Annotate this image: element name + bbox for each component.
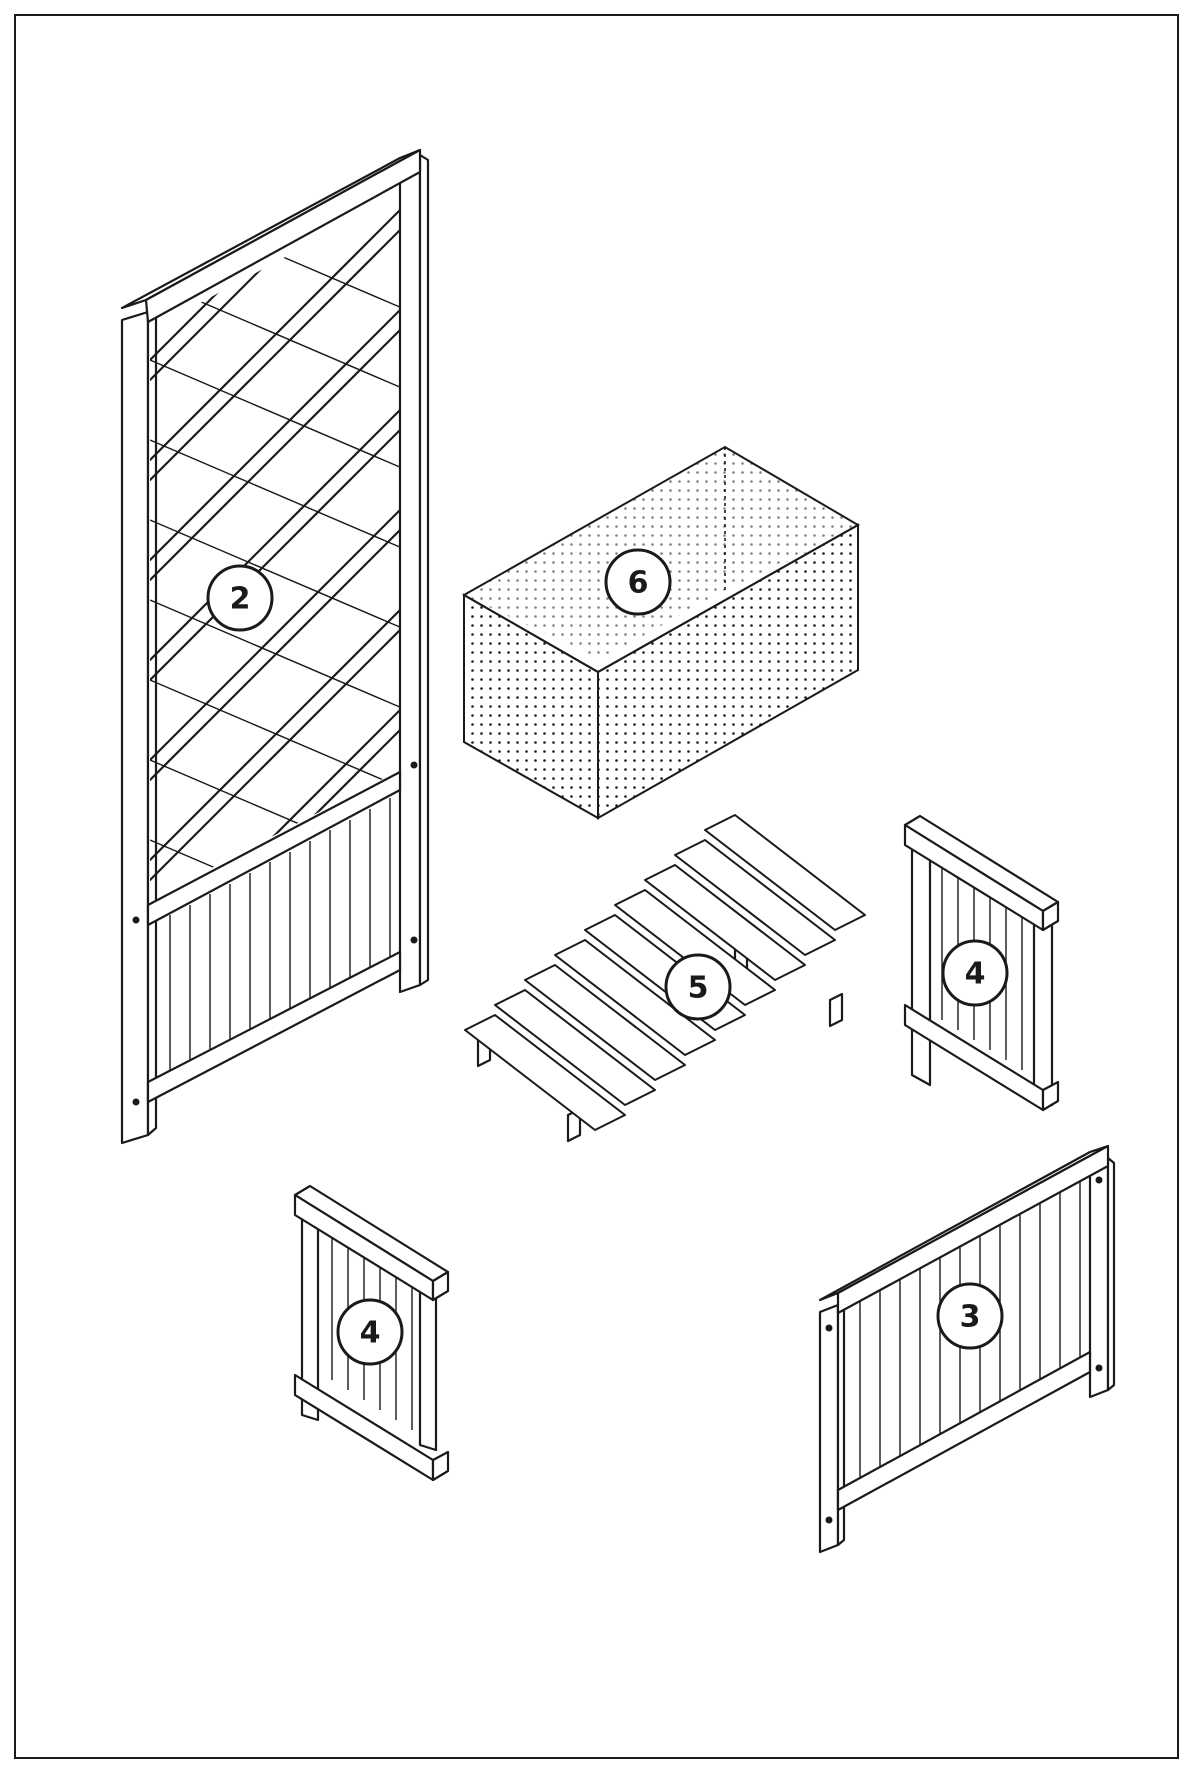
part-number-3: 3 (960, 1300, 981, 1335)
part-number-5: 5 (688, 971, 709, 1006)
part-number-2: 2 (230, 582, 251, 617)
base-grid (464, 814, 866, 1143)
front-panel (818, 1144, 1116, 1554)
trellis-panel (120, 148, 430, 1145)
part-badge-4-left: 4 (336, 1298, 404, 1366)
part-number-4-right: 4 (965, 957, 986, 992)
part-badge-6: 6 (604, 548, 672, 616)
part-badge-5: 5 (664, 953, 732, 1021)
part-badge-4-right: 4 (941, 939, 1009, 1007)
mesh-liner (461, 445, 861, 820)
side-panel-right (903, 814, 1060, 1112)
part-number-4-left: 4 (360, 1316, 381, 1351)
part-number-6: 6 (628, 566, 649, 601)
part-badge-2: 2 (206, 564, 274, 632)
side-panel-left (293, 1184, 450, 1482)
part-badge-3: 3 (936, 1282, 1004, 1350)
